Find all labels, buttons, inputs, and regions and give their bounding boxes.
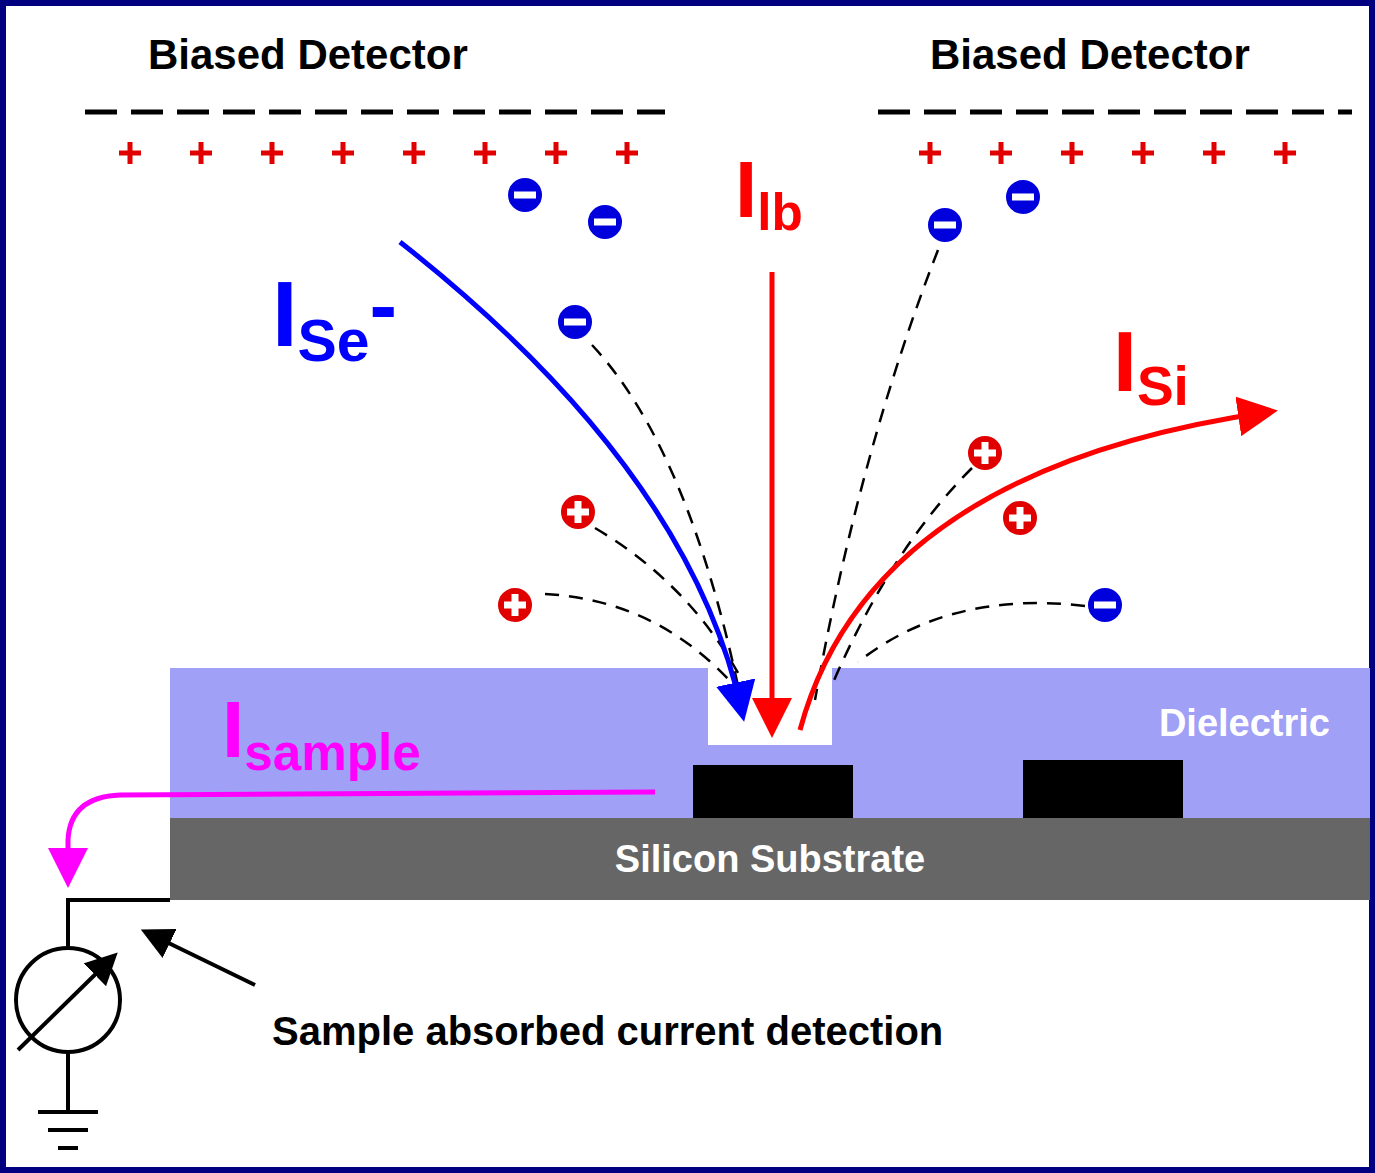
layer-label: Dielectric	[1159, 704, 1330, 742]
callout-text: Sample absorbed current detection	[272, 1011, 943, 1051]
sample-current-arrow	[68, 792, 655, 878]
particle-trajectories	[545, 250, 1085, 705]
ion-beam-arrow	[770, 272, 775, 728]
charged-particles	[497, 177, 1123, 623]
secondary-ion-arrow	[800, 412, 1268, 730]
detector-label: Biased Detector	[930, 34, 1250, 76]
metal-line	[693, 765, 853, 818]
callout-arrow	[148, 933, 255, 985]
silicon-substrate	[170, 818, 1370, 900]
substrate-band: Silicon Substrate	[170, 818, 1370, 900]
secondary-ion-current: ISi	[1113, 318, 1189, 404]
sample-current: Isample	[222, 690, 421, 770]
ion-beam-current: Ilb	[735, 150, 803, 230]
detector-charges	[119, 142, 1296, 164]
layer-label: Silicon Substrate	[615, 840, 925, 878]
page-ground	[6, 6, 1369, 1167]
secondary-electron-arrow	[400, 242, 742, 712]
ammeter-circuit	[16, 898, 170, 1148]
metal-line	[1023, 760, 1183, 818]
secondary-electron-current: ISe-	[272, 268, 397, 360]
detector-plate	[85, 110, 665, 115]
detector-plate	[878, 110, 1352, 115]
detector-label: Biased Detector	[148, 34, 468, 76]
